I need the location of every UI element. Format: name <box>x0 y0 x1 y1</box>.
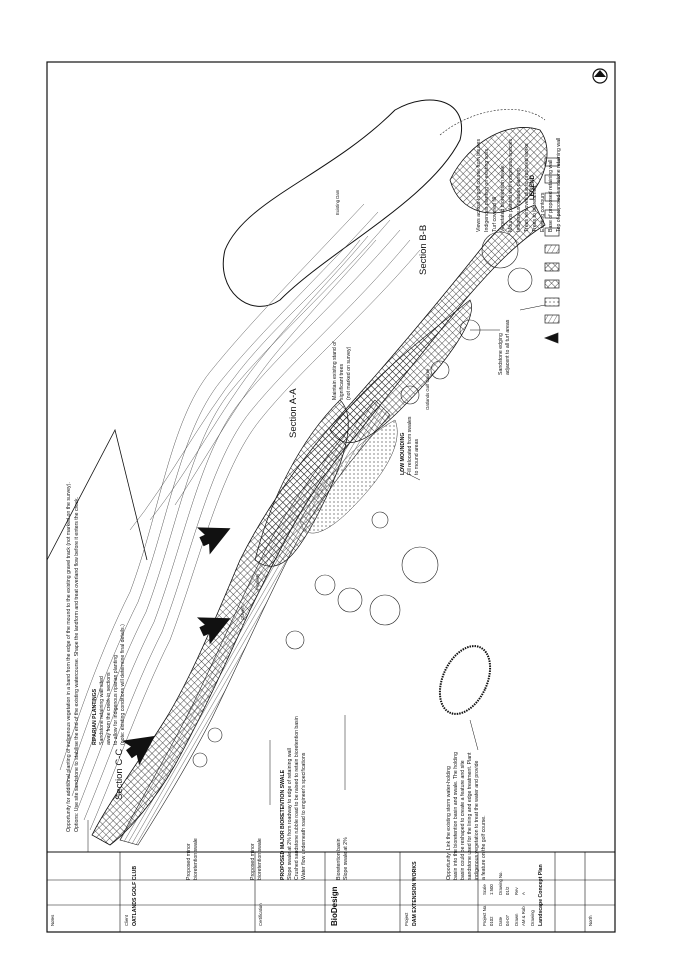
major-swale-line: Crushed sandstone rubble road to be rais… <box>294 716 300 880</box>
sandstone-edging-note: adjacent to all turf areas <box>505 319 511 375</box>
riparian-line: to allow for indigenous riparian plantin… <box>113 655 119 745</box>
opportunity-bottom-note: basin into the bioretention basin and sw… <box>453 752 459 880</box>
low-mounding-line: Fill relocated from swales <box>407 416 413 475</box>
section-c-label: Section C-C <box>114 748 125 800</box>
drawn-label: Drawn <box>514 913 519 926</box>
rev-label: Rev <box>514 887 519 895</box>
rev-value: A <box>521 892 526 895</box>
legend-swatches <box>544 157 560 344</box>
legend-item: Top of proposed sandstone retaining wall <box>556 137 562 232</box>
legend-item: Vegetated bioretention swale <box>500 165 506 232</box>
options-note: Options: Use site sandstone to stabilise… <box>74 496 80 832</box>
riparian-line: (note: existing conditions will determin… <box>120 624 126 745</box>
maintain-trees-note: Maintain existing stand of <box>332 341 338 400</box>
project-no-label: Project No. <box>482 904 487 926</box>
leader-lines <box>87 304 546 852</box>
project-name: DAM EXTENSION WORKS <box>412 861 418 926</box>
legend-item: Views across to golf course from houses <box>476 138 482 232</box>
section-b-label: Section B-B <box>418 224 429 275</box>
notes-label: Notes <box>50 914 55 926</box>
certification-label: Certification <box>258 903 263 926</box>
scale-label: Scale <box>482 884 487 895</box>
sheet-value: 01/2 <box>505 886 510 895</box>
opportunity-bottom-note: sandstone used for the lining and edge t… <box>467 752 473 880</box>
north-arrow-icon <box>592 68 608 84</box>
golf-course-label: Oatlands Golf Course <box>425 368 430 410</box>
major-swale-line: Slope swale at 2% from roadway to edge o… <box>287 748 293 880</box>
basin-note: Slope swale at 2% <box>343 837 349 880</box>
low-mounding-line: to mound areas <box>414 438 420 475</box>
legend-item: Existing contours <box>540 192 546 232</box>
riparian-line: away from the creek in sections <box>106 672 112 745</box>
client-label: Client <box>124 915 129 926</box>
minor-swale-note: bioretention swale <box>193 838 199 880</box>
low-mounding-title: LOW MOUNDING <box>400 432 406 475</box>
opportunity-bottom-note: basin could be reshaped to create a feat… <box>460 760 466 880</box>
opportunity-bottom-note: indigenous vegetation to treat the water… <box>474 760 480 880</box>
legend-item: Indigenous riparian planting <box>516 168 522 232</box>
legend-item: Trees removed due to proposed works <box>524 143 530 232</box>
basin-note: Bioretention basin <box>336 838 342 880</box>
mound-planting-c <box>449 127 548 214</box>
drawing-label: Drawing <box>530 910 535 926</box>
north-label: North <box>588 915 593 926</box>
scale-value: 1:500 <box>489 884 494 895</box>
legend-item: Base of proposed retaining wall <box>548 159 554 232</box>
existing-dam-label: Existing Dam <box>335 189 340 215</box>
maintain-trees-note: (not marked on survey) <box>346 346 352 400</box>
drawn-value: AM & Rob <box>521 906 526 926</box>
sheet-border <box>46 61 616 933</box>
legend-item: Indigenous planting on existing soils <box>484 148 490 232</box>
client-name: OATLANDS GOLF CLUB <box>132 865 138 926</box>
sandstone-edging-note: Sandstone edging <box>498 333 504 375</box>
legend-item: Mounds planted with indigenous species <box>508 138 514 232</box>
minor-swale-b-note: Proposed minor <box>250 843 256 880</box>
section-a-label: Section A-A <box>288 388 299 438</box>
trees-retained <box>192 231 533 768</box>
maintain-trees-note: significant trees <box>339 363 345 400</box>
culvert-label: Culvert <box>240 606 245 620</box>
project-label: Project <box>404 912 409 926</box>
sheet-label: Drawing No. <box>498 871 503 895</box>
opportunity-top-note: Opportunity for additional planting of i… <box>66 482 72 832</box>
existing-contours <box>59 203 421 831</box>
drawing-name: Landscape Concept Plan <box>538 864 544 926</box>
project-no: 0102 <box>489 916 494 926</box>
legend-item: Turf covered fill <box>492 196 498 232</box>
mound-planting-b <box>329 299 472 443</box>
existing-dam-outline <box>222 99 462 307</box>
turf-fill-area <box>299 419 398 534</box>
minor-swale-b-note: bioretention swale <box>257 838 263 880</box>
riparian-title: RIPARIAN PLANTINGS <box>92 688 98 745</box>
legend-item: Trees to be retained <box>532 185 538 232</box>
opportunity-bottom-note: Opportunity: Link the existing storm wat… <box>446 766 452 880</box>
view-arrow-icon <box>121 527 231 766</box>
major-swale-title: PROPOSED MAJOR BIORETENTION SWALE <box>280 769 286 880</box>
riparian-line: Sandstone retaining wall sited <box>99 676 105 745</box>
minor-swale-note: Proposed minor <box>186 843 192 880</box>
date-label: Date <box>498 916 503 926</box>
designer-logo: BioDesign <box>330 886 339 926</box>
property-label: Property <box>255 573 260 590</box>
opportunity-bottom-note: a feature on the golf course. <box>481 815 487 880</box>
holding-basin <box>438 645 492 715</box>
major-swale-line: Water flow underneath road to engineer's… <box>301 752 307 880</box>
date-value: 04-07 <box>505 915 510 926</box>
